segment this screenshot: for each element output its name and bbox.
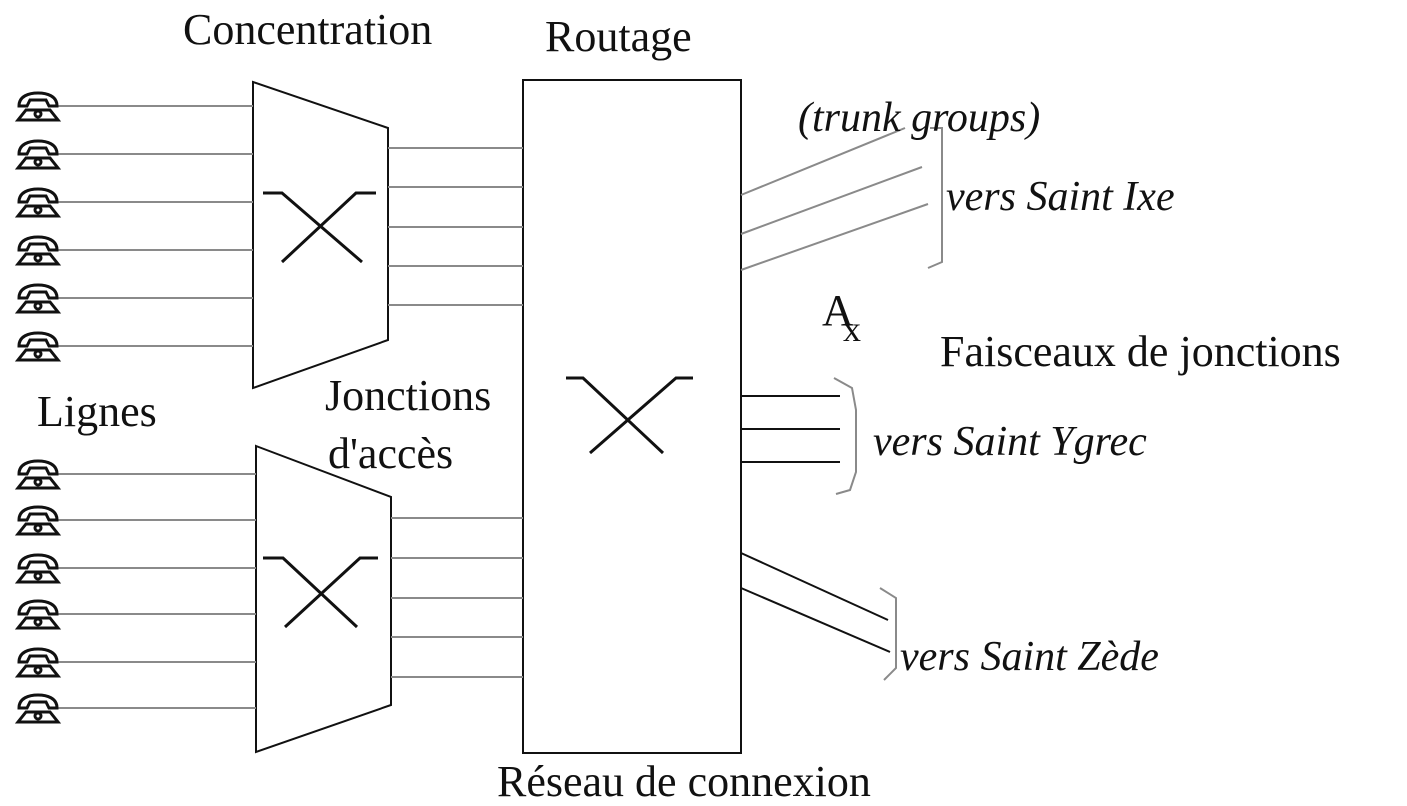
trunk-wire bbox=[740, 552, 889, 621]
access-junctions-top bbox=[388, 147, 523, 306]
telephone-icon bbox=[16, 693, 60, 724]
crossbar-switch-icon bbox=[263, 191, 376, 264]
telephone-icon bbox=[16, 187, 60, 218]
crossbar-switch-icon bbox=[263, 556, 378, 629]
trunk-group-saint-ixe bbox=[740, 127, 943, 271]
label-ax-subscript: x bbox=[843, 309, 861, 349]
telephone-icon bbox=[16, 647, 60, 678]
telephone-icon bbox=[16, 283, 60, 314]
label-reseau-de-connexion: Réseau de connexion bbox=[497, 757, 871, 806]
concentrator-top-trapezoid bbox=[252, 80, 389, 390]
trunk-group-saint-ygrec bbox=[741, 377, 857, 495]
label-jonctions: Jonctions bbox=[325, 371, 491, 420]
telephone-icon bbox=[16, 139, 60, 170]
trunk-wire bbox=[740, 203, 929, 271]
label-ax: A bbox=[822, 286, 854, 335]
label-concentration: Concentration bbox=[183, 5, 432, 54]
bracket-saint-zede bbox=[879, 587, 897, 681]
label-vers-saint-ixe: vers Saint Ixe bbox=[946, 174, 1175, 220]
label-dacces: d'accès bbox=[328, 429, 453, 478]
bracket-saint-ygrec bbox=[833, 377, 857, 495]
telephone-icon bbox=[16, 505, 60, 536]
telephones-top bbox=[16, 91, 60, 362]
trunk-group-saint-zede bbox=[740, 552, 897, 681]
label-trunk-groups: (trunk groups) bbox=[798, 95, 1040, 141]
telephone-icon bbox=[16, 235, 60, 266]
trunk-wire bbox=[740, 166, 923, 235]
bracket-saint-ixe bbox=[927, 127, 943, 269]
trunk-wire bbox=[740, 587, 891, 653]
concentrator-top bbox=[252, 80, 389, 390]
telephone-icon bbox=[16, 553, 60, 584]
telephone-icon bbox=[16, 331, 60, 362]
concentrator-bottom bbox=[255, 444, 392, 754]
crossbar-switch-icon bbox=[566, 376, 693, 455]
label-lignes: Lignes bbox=[37, 387, 157, 436]
label-vers-saint-zede: vers Saint Zède bbox=[900, 634, 1159, 680]
label-faisceaux: Faisceaux de jonctions bbox=[940, 327, 1341, 376]
subscriber-lines-bottom bbox=[58, 473, 256, 709]
connection-network-rect bbox=[522, 79, 742, 754]
telephone-icon bbox=[16, 91, 60, 122]
trunk-wire bbox=[740, 127, 906, 196]
connection-network-block bbox=[522, 79, 742, 754]
telephones-bottom bbox=[16, 459, 60, 724]
subscriber-lines-top bbox=[58, 105, 253, 347]
label-routage: Routage bbox=[545, 12, 692, 61]
access-junctions-bottom bbox=[391, 517, 523, 678]
telephone-icon bbox=[16, 599, 60, 630]
concentrator-bottom-trapezoid bbox=[255, 444, 392, 754]
telephone-icon bbox=[16, 459, 60, 490]
label-vers-saint-ygrec: vers Saint Ygrec bbox=[873, 419, 1147, 465]
